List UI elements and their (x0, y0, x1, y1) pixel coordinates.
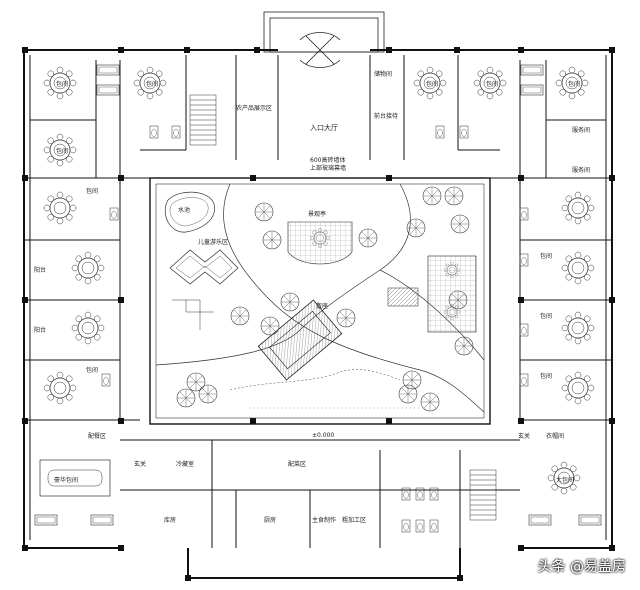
label-zongtai: 前台接待 (374, 112, 398, 120)
label-tingzi: 景观亭 (308, 210, 326, 218)
label-baojian-6: 包间 (426, 80, 438, 88)
label-kucuo: 库房 (164, 516, 176, 524)
label-haohuabaojian: 豪华包间 (54, 476, 78, 484)
label-baojian-7: 包间 (486, 80, 498, 88)
label-baojian-1: 包间 (56, 80, 68, 88)
label-yishi: 衣帽间 (546, 432, 564, 440)
label-baojian-3: 包间 (56, 147, 68, 155)
label-yangtai-2: 阳台 (34, 326, 46, 334)
label-level: ±0.000 (312, 432, 334, 439)
label-baojian-4: 包间 (86, 187, 98, 195)
label-xuanguan-2: 玄关 (518, 432, 530, 440)
label-fuwu-1: 服务间 (572, 126, 590, 134)
label-baojian-5: 包间 (86, 366, 98, 374)
label-nongchanpin: 农产品展示区 (236, 104, 272, 112)
label-dabaojian: 大包间 (556, 476, 574, 484)
label-peicaiqu: 配菜区 (288, 460, 306, 468)
label-choufang: 厨房 (264, 516, 276, 524)
label-baojian-11: 包间 (540, 372, 552, 380)
label-chuangzhuang: 上部玻璃幕墙 (310, 164, 346, 172)
label-zhongyao: 600高砖墙体 (310, 156, 345, 164)
label-chuwu: 储物间 (374, 70, 392, 78)
room-labels: 包间 包间 包间 包间 阳台 阳台 包间 农产品展示区 入口大厅 储物间 前台接… (34, 70, 590, 524)
label-fuwu-2: 服务间 (572, 166, 590, 174)
label-peican: 配餐区 (88, 432, 106, 440)
label-lengcang: 冷藏室 (176, 460, 194, 468)
label-shifang: 粗加工区 (342, 516, 366, 524)
label-baojian-9: 包间 (540, 252, 552, 260)
label-baojian-10: 包间 (540, 312, 552, 320)
label-yangtai-1: 阳台 (34, 266, 46, 274)
stairs (189, 94, 497, 521)
label-gongzuo: 主食制作 (312, 516, 336, 524)
label-xuanguan-1: 玄关 (134, 460, 146, 468)
pavilion (257, 299, 343, 381)
label-rukou: 入口大厅 (310, 123, 338, 132)
pond (164, 191, 215, 233)
label-ertong: 儿童游乐区 (198, 238, 228, 246)
entrance-tower (263, 11, 385, 68)
label-baojian-8: 包间 (568, 80, 580, 88)
label-baojian-2: 包间 (146, 80, 158, 88)
flower-frame (169, 249, 239, 285)
label-sanzuo: 散座 (316, 302, 328, 310)
sofas (34, 64, 602, 526)
watermark: 头条 @易盖房 (537, 559, 626, 575)
courtyard (149, 177, 491, 425)
label-shuichi: 水池 (178, 206, 190, 214)
